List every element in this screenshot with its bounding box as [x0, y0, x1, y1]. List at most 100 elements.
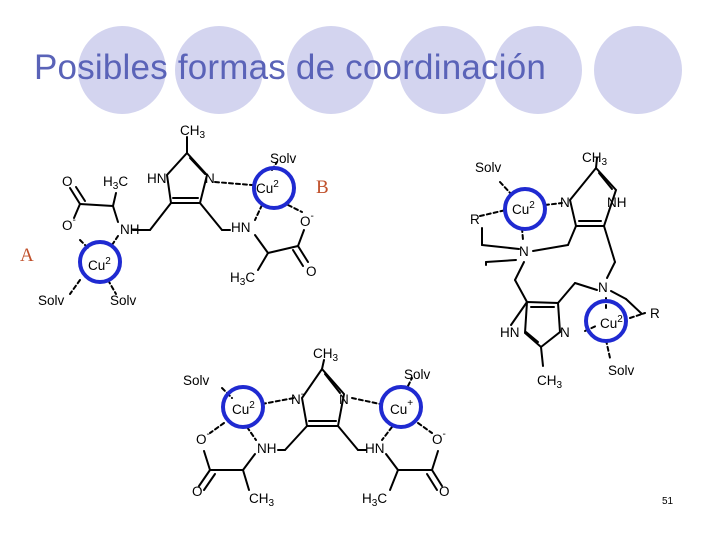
bond: [603, 225, 616, 263]
imidazole-ring-c: [300, 367, 346, 427]
bond: [540, 346, 544, 367]
double-bond: [292, 249, 304, 267]
bond: [69, 187, 81, 205]
bond: [79, 203, 114, 207]
imidazole-ring-b2: [523, 300, 562, 349]
oxygen-label: O: [306, 264, 317, 279]
coord-bond: [605, 339, 611, 359]
solvent-label: Solv: [183, 373, 210, 388]
page-number: 51: [662, 496, 674, 507]
methyl-label: CH3: [582, 150, 608, 168]
title-background-circles: [78, 26, 682, 114]
double-bond: [75, 186, 86, 202]
methyl-label: H3C: [230, 270, 255, 288]
bond: [431, 450, 439, 471]
copper-label: Cu+: [390, 398, 413, 417]
double-bond: [426, 473, 438, 491]
coord-bond: [246, 426, 257, 441]
hn-label: HN: [365, 441, 385, 456]
r-group-label: R: [650, 306, 660, 321]
bond: [242, 469, 250, 491]
bond: [625, 298, 643, 315]
bond: [510, 301, 528, 326]
hn-label: HN: [231, 220, 251, 235]
coord-bond: [629, 312, 646, 319]
bond: [73, 203, 81, 219]
n-label: N: [519, 244, 529, 259]
coord-bond: [107, 279, 117, 295]
bond: [267, 245, 299, 254]
methyl-label: CH3: [313, 346, 339, 364]
coord-bond: [351, 397, 381, 405]
coord-bond: [209, 422, 225, 434]
oxygen-label: O: [439, 484, 450, 499]
methyl-label: H3C: [362, 491, 387, 509]
decor-circle: [399, 26, 487, 114]
double-bond: [525, 331, 539, 343]
bond: [385, 453, 399, 471]
solvent-label: Solv: [38, 293, 65, 308]
copper-label: Cu2: [232, 400, 255, 417]
hn-label: HN: [147, 171, 167, 186]
coord-bond: [407, 377, 413, 387]
complex-b-label: B: [316, 177, 329, 198]
bond: [198, 469, 211, 487]
n-label: N: [560, 195, 570, 210]
coord-bond: [111, 235, 119, 246]
oxygen-label: O-: [300, 211, 314, 229]
bond: [514, 279, 528, 303]
copper-label: Cu2: [512, 200, 535, 217]
atom-labels: CH3 Solv HN N H3C O Cu2 O- NH HN O- Cu2 …: [38, 123, 660, 509]
bond: [514, 261, 525, 281]
solvent-label: Solv: [608, 363, 635, 378]
copper-rings: [78, 166, 628, 429]
bond: [389, 469, 399, 491]
oxygen-label: O-: [432, 429, 446, 447]
cu-ring: [584, 299, 628, 343]
bond: [297, 245, 309, 263]
copper-label: Cu2: [88, 256, 111, 273]
cu-ring: [78, 240, 122, 284]
decor-circle: [175, 26, 263, 114]
oxygen-label: O: [62, 174, 73, 189]
decor-circle: [78, 26, 166, 114]
decor-circle: [594, 26, 682, 114]
solvent-label: Solv: [110, 293, 137, 308]
n-label: N-: [291, 389, 304, 407]
hn-label: HN: [500, 325, 520, 340]
bond: [257, 252, 269, 271]
bond: [254, 234, 269, 254]
bond: [574, 282, 598, 291]
complex-a-label: A: [20, 245, 34, 266]
bond: [610, 290, 627, 300]
cu-ring: [221, 385, 265, 429]
r-group-label: R: [470, 212, 480, 227]
bond: [431, 469, 443, 487]
oxygen-label: O-: [196, 429, 210, 447]
methyl-label: H3C: [103, 174, 128, 192]
coord-bond: [261, 397, 295, 405]
coord-bond: [287, 204, 303, 213]
bond: [481, 244, 520, 250]
bond: [297, 229, 305, 247]
bond: [485, 259, 517, 263]
solvent-label: Solv: [475, 160, 502, 175]
coord-bond: [381, 426, 393, 441]
coord-bond: [417, 422, 433, 434]
coord-bond: [479, 209, 507, 217]
coord-bond: [214, 181, 253, 186]
n-label: N: [560, 325, 570, 340]
copper-label: Cu2: [256, 179, 279, 196]
nh-label: NH: [607, 195, 627, 210]
bond: [532, 244, 569, 252]
double-bond: [189, 157, 206, 175]
bond: [606, 261, 616, 279]
bond: [199, 202, 223, 231]
nh-label: NH: [257, 441, 277, 456]
oxygen-label: O: [192, 484, 203, 499]
bond: [321, 359, 325, 370]
imidazole-ring-b1: [568, 166, 618, 227]
n-label: N: [339, 392, 349, 407]
bond: [337, 425, 359, 451]
decor-circle: [494, 26, 582, 114]
